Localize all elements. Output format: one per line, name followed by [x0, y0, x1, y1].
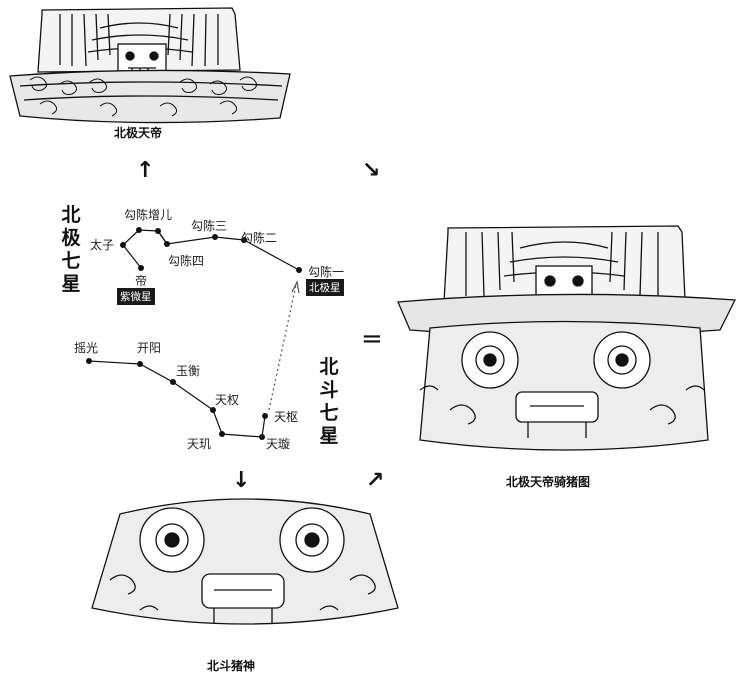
emperor-riding-pig-illustration	[397, 225, 737, 451]
label-gouchen-zenger: 勾陈增儿	[124, 208, 173, 222]
star-tianshu	[262, 413, 268, 419]
polar-stars-title: 北极七星	[61, 204, 81, 295]
label-gouchen3: 勾陈三	[191, 219, 228, 233]
star-gouchen3	[212, 234, 218, 240]
polar-emperor-illustration	[9, 7, 291, 124]
label-yuheng: 玉衡	[176, 364, 201, 378]
label-polaris: 北极星	[306, 279, 344, 296]
label-tianji: 天玑	[187, 437, 212, 451]
star-tianquan	[210, 407, 216, 413]
star-gouchen-zenger-2	[155, 228, 161, 234]
star-gouchen2	[241, 237, 247, 243]
label-taizi: 太子	[90, 238, 115, 252]
caption-dipper-pig-god: 北斗猪神	[207, 659, 256, 673]
label-gouchen2: 勾陈二	[241, 231, 278, 245]
star-gouchen1	[296, 267, 302, 273]
label-tianxuan: 天璇	[266, 437, 291, 451]
star-yuheng	[170, 379, 176, 385]
label-gouchen1: 勾陈一	[308, 265, 345, 279]
star-tianji	[219, 431, 225, 437]
label-yaoguang: 摇光	[74, 341, 99, 355]
caption-polar-emperor: 北极天帝	[114, 126, 163, 140]
arrow-up-right: ↗	[366, 468, 385, 493]
label-gouchen4: 勾陈四	[168, 254, 205, 268]
equals-sign: =	[361, 324, 383, 354]
star-yaoguang	[86, 358, 92, 364]
star-taizi	[120, 242, 126, 248]
arrow-down-right: ↘	[362, 158, 381, 183]
label-tianquan: 天权	[215, 393, 240, 407]
star-gouchen-zenger	[136, 227, 142, 233]
label-tianshu: 天枢	[274, 410, 299, 424]
label-di: 帝	[135, 274, 148, 288]
star-kaiyang	[137, 361, 143, 367]
star-map	[86, 227, 302, 440]
dipper-pig-god-illustration	[91, 498, 399, 625]
caption-emperor-riding-pig: 北极天帝骑猪图	[506, 475, 591, 489]
dipper-stars-title: 北斗七星	[319, 356, 339, 447]
arrow-up: ↑	[136, 158, 155, 183]
star-tianxuan	[259, 434, 265, 440]
star-gouchen4	[164, 241, 170, 247]
arrow-down: ↓	[232, 468, 251, 493]
label-kaiyang: 开阳	[137, 341, 162, 355]
label-ziweixing: 紫微星	[117, 288, 155, 305]
star-di	[138, 265, 144, 271]
